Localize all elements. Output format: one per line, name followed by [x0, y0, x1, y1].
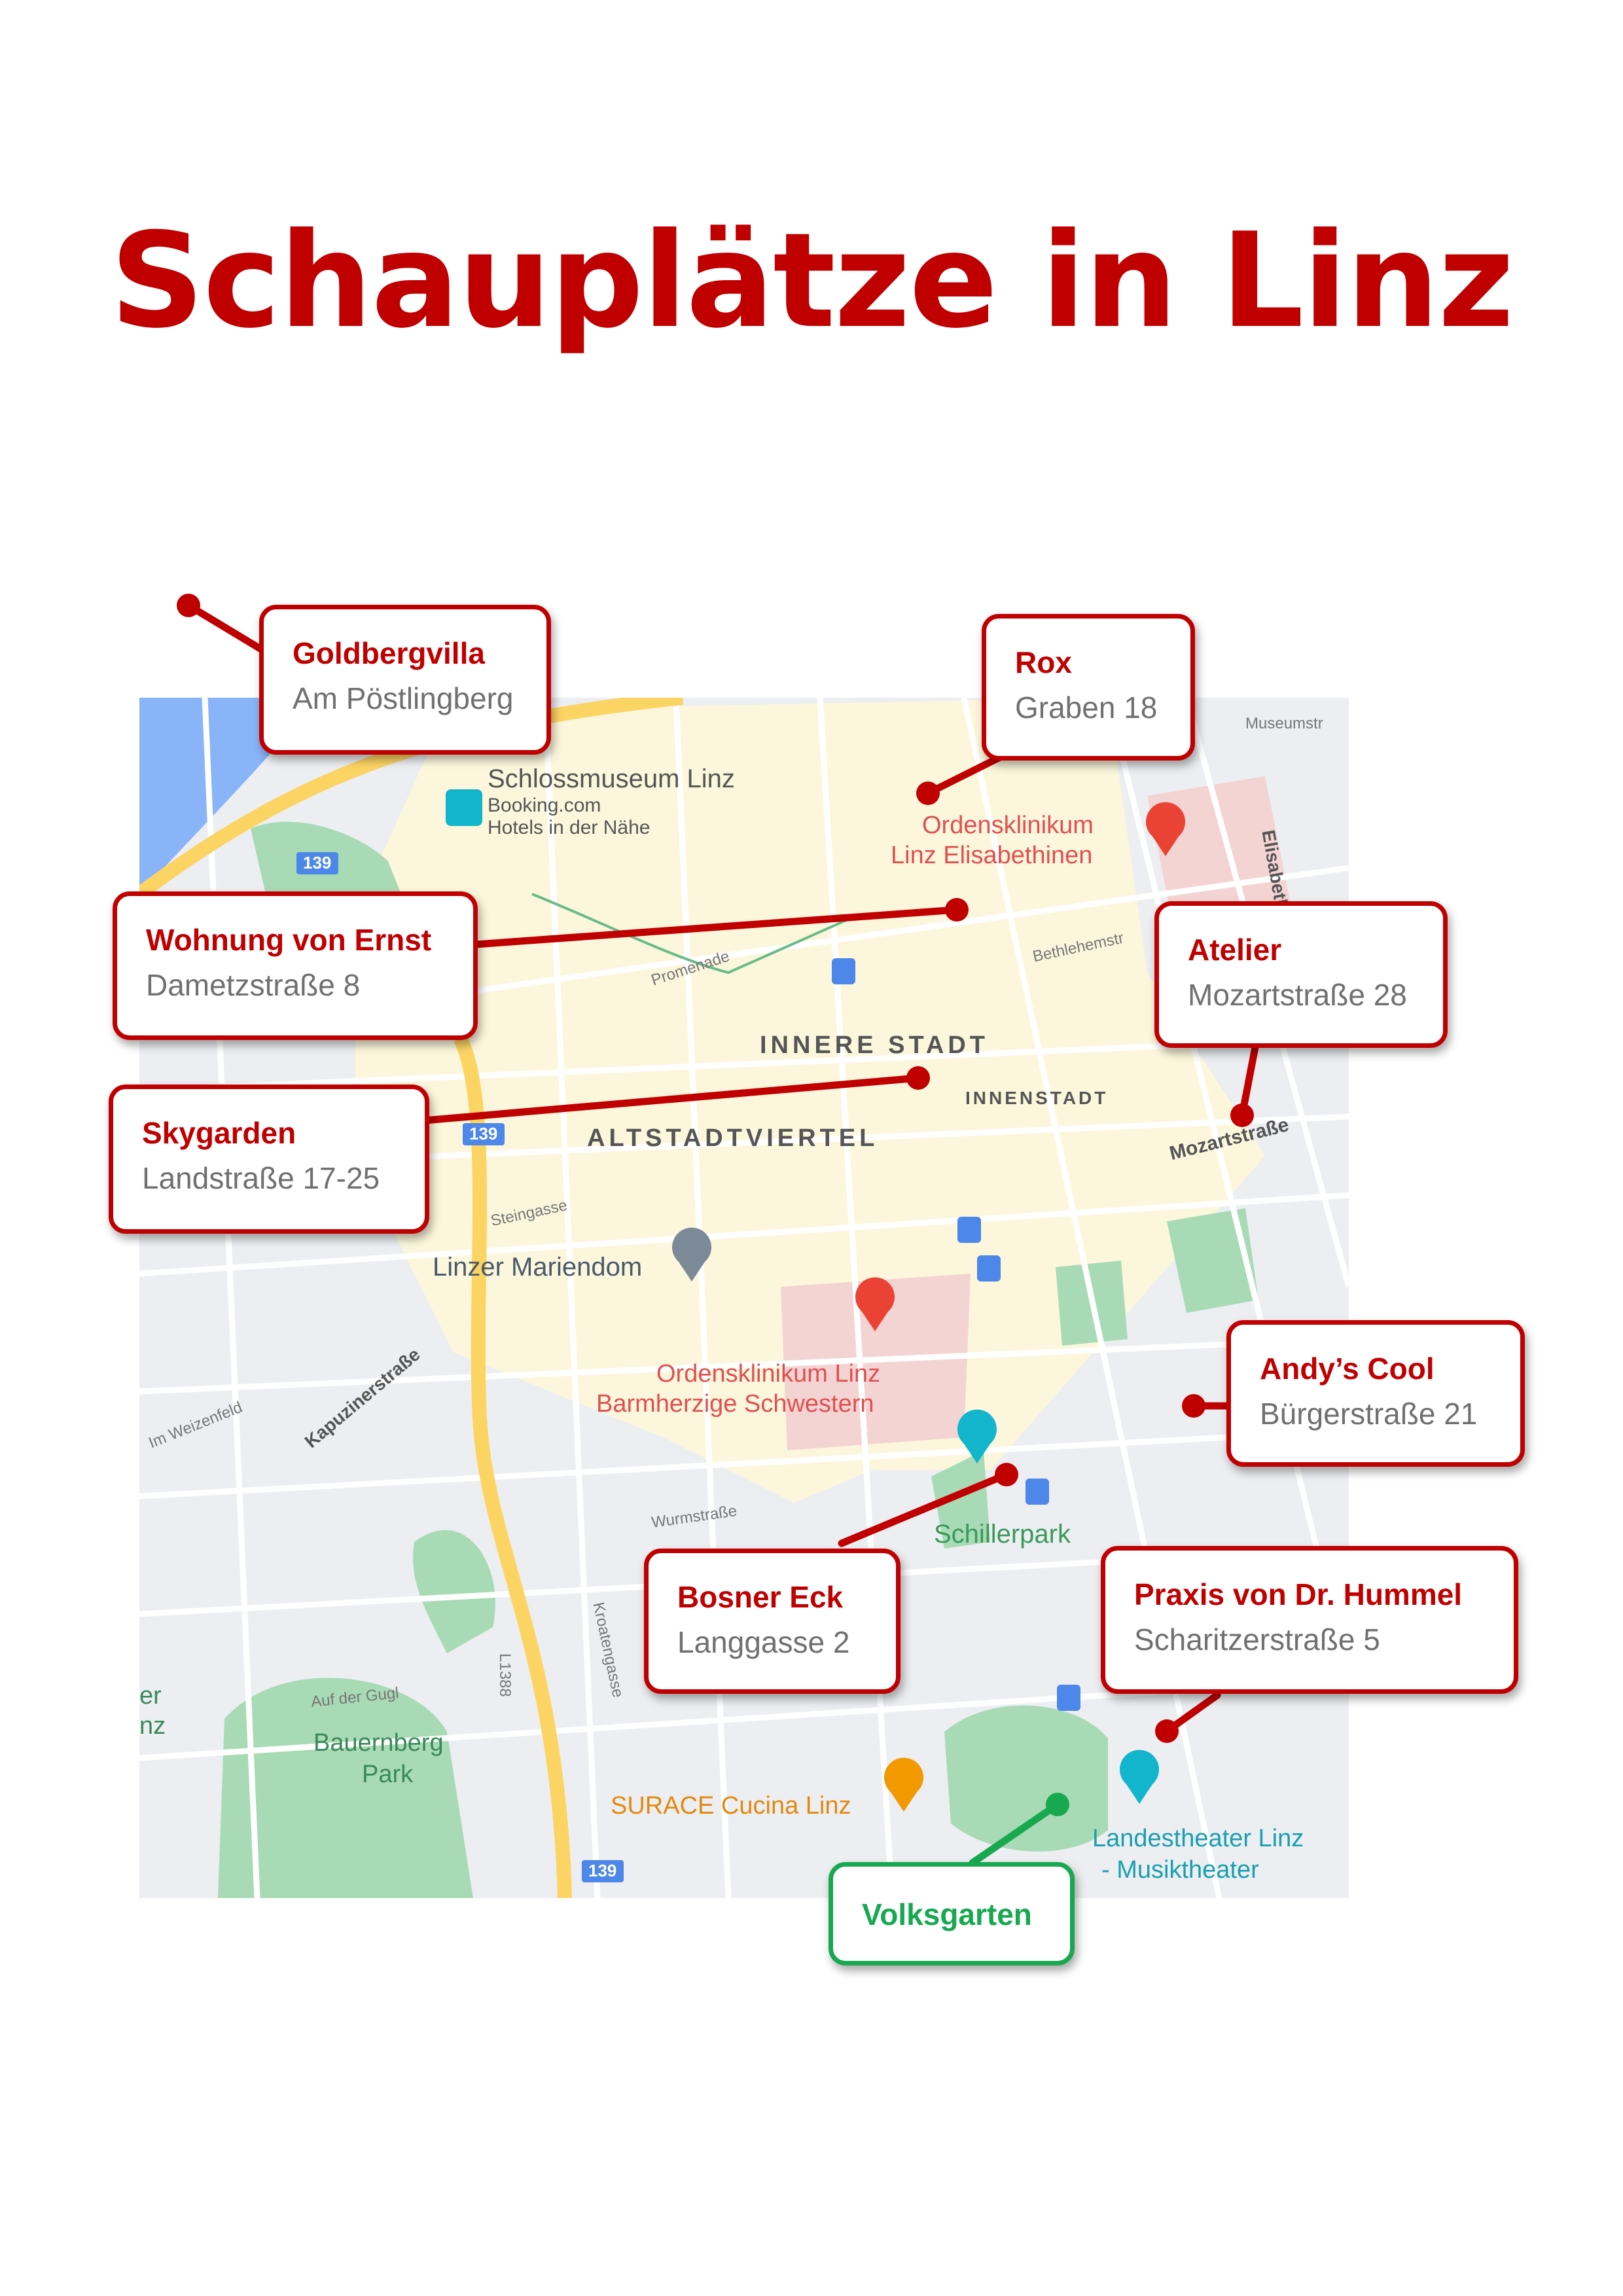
location-card-atelier[interactable]: Atelier Mozartstraße 28 [1154, 901, 1448, 1048]
location-name: Wohnung von Ernst [146, 923, 432, 957]
transit-stop-icons [832, 958, 1080, 1711]
location-address: Mozartstraße 28 [1188, 978, 1407, 1012]
location-address: Bürgerstraße 21 [1260, 1397, 1478, 1431]
location-address: Scharitzerstraße 5 [1134, 1623, 1380, 1657]
location-address: Graben 18 [1015, 691, 1158, 725]
park-area [1167, 1208, 1258, 1313]
volksgarten-park-area [944, 1705, 1108, 1852]
page-title: Schauplätze in Linz [110, 205, 1514, 357]
location-card-praxis-dr-hummel[interactable]: Praxis von Dr. Hummel Scharitzerstraße 5 [1101, 1546, 1518, 1694]
location-name: Rox [1015, 645, 1072, 679]
place-label: Hotels in der Nähe [488, 817, 651, 838]
park-area [413, 1530, 495, 1653]
district-label: INNENSTADT [965, 1088, 1109, 1108]
district-label: ALTSTADTVIERTEL [587, 1124, 879, 1152]
place-label: Ordensklinikum Linz [656, 1360, 881, 1388]
place-label: Schlossmuseum Linz [488, 764, 735, 793]
place-label: Landestheater Linz [1092, 1825, 1304, 1852]
location-name: Bosner Eck [677, 1580, 844, 1614]
place-label: - Musiktheater [1101, 1856, 1259, 1884]
place-label: er [139, 1682, 162, 1710]
highway-139 [139, 698, 684, 900]
callout-line-goldbergvilla [185, 601, 268, 655]
location-card-rox[interactable]: Rox Graben 18 [982, 614, 1195, 761]
place-label: nz [139, 1712, 166, 1740]
location-address: Landstraße 17-25 [142, 1161, 380, 1195]
route-shield-label: 139 [303, 853, 332, 872]
place-label: Booking.com [488, 795, 601, 816]
place-label: Linz Elisabethinen [891, 842, 1093, 869]
location-card-skygarden[interactable]: Skygarden Landstraße 17-25 [109, 1085, 429, 1234]
location-card-volksgarten[interactable]: Volksgarten [829, 1862, 1075, 1965]
location-card-wohnung-von-ernst[interactable]: Wohnung von Ernst Dametzstraße 8 [113, 891, 478, 1040]
location-address: Dametzstraße 8 [146, 968, 361, 1002]
route-shield-label: 139 [469, 1124, 498, 1143]
bauernberg-park-area [218, 1677, 473, 1898]
poi-markers [446, 789, 1186, 1812]
street-label: L1388 [496, 1653, 514, 1697]
district-label: INNERE STADT [760, 1031, 989, 1059]
route-shield-label: 139 [588, 1861, 617, 1880]
location-card-andys-cool[interactable]: Andy’s Cool Bürgerstraße 21 [1226, 1320, 1525, 1467]
city-map[interactable]: 139 139 139 INNERE STADT INNENSTADT ALTS… [139, 698, 1349, 1898]
place-label: Park [362, 1761, 414, 1788]
location-pin-goldbergvilla[interactable] [177, 594, 200, 617]
location-name: Skygarden [142, 1116, 296, 1150]
location-name: Atelier [1188, 933, 1282, 967]
place-label: SURACE Cucina Linz [611, 1792, 851, 1820]
street-label: Museumstr [1245, 715, 1323, 732]
map-base [139, 698, 1349, 1898]
place-label: Schillerpark [934, 1520, 1071, 1549]
route-shields [296, 852, 624, 1882]
place-label: Barmherzige Schwestern [596, 1390, 874, 1418]
location-address: Langgasse 2 [677, 1625, 850, 1659]
location-card-bosner-eck[interactable]: Bosner Eck Langgasse 2 [644, 1549, 901, 1694]
location-name: Praxis von Dr. Hummel [1134, 1577, 1463, 1611]
location-name: Andy’s Cool [1260, 1352, 1435, 1386]
location-name: Goldbergvilla [293, 636, 485, 670]
place-label: Linzer Mariendom [433, 1253, 643, 1282]
place-label: Ordensklinikum [922, 812, 1094, 839]
location-card-goldbergvilla[interactable]: Goldbergvilla Am Pöstlingberg [259, 605, 551, 755]
location-name: Volksgarten [862, 1897, 1032, 1931]
location-address: Am Pöstlingberg [293, 681, 514, 715]
place-label: Bauernberg [313, 1729, 444, 1757]
